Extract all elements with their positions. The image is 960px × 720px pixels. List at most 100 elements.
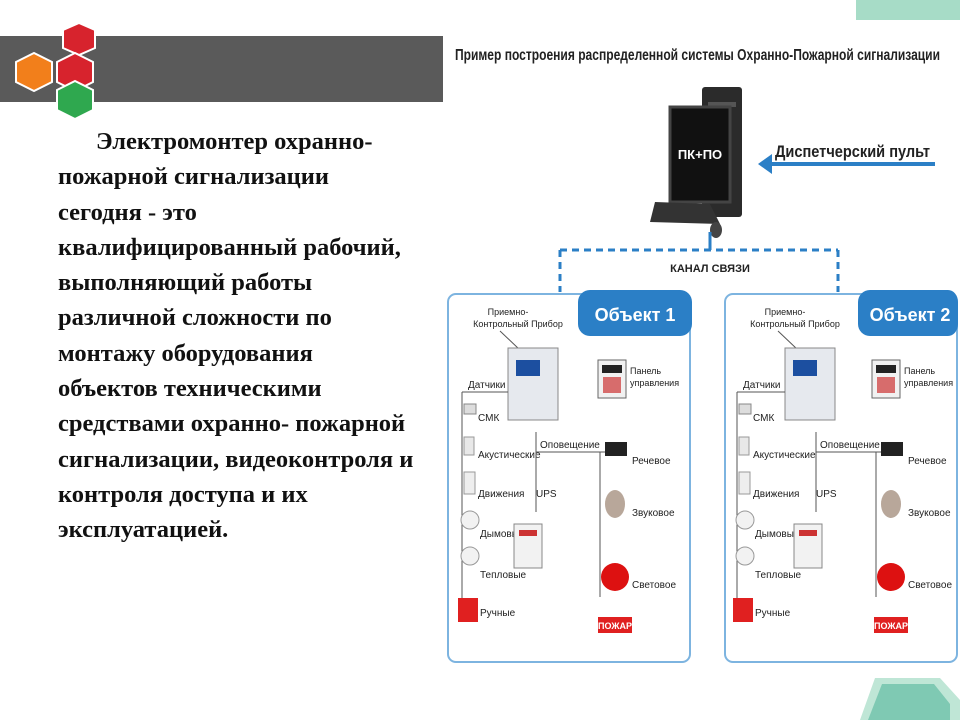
object-1-control-panel-label-2: управления: [630, 378, 679, 388]
object-1-ups-label: UPS: [536, 489, 557, 500]
object-1-sensors-label: Датчики: [468, 380, 505, 391]
object-2-panel-label-1: Приемно-: [765, 307, 806, 317]
object-1-siren-3: Световое: [632, 580, 676, 591]
object-1-pointer: [499, 330, 521, 351]
dispatcher-arrow: [758, 154, 935, 174]
object-2-panel-label-2: Контрольный Прибор: [750, 319, 840, 329]
object-1-sensor-5: Тепловые: [480, 570, 527, 581]
object-1-sensor-icon-6: [458, 598, 478, 622]
corner-decoration-bottom: [860, 678, 960, 720]
object-2-sensor-icon-6: [733, 598, 753, 622]
object-1-sensor-4: Дымовые: [480, 529, 525, 540]
mouse: [710, 222, 722, 238]
body-paragraph: Электромонтер охранно- пожарной сигнализ…: [58, 124, 528, 548]
object-1-siren-icon-2: [605, 490, 625, 518]
object-2-sensor-icon-1: [738, 403, 752, 415]
object-1-panel-label-2: Контрольный Прибор: [473, 319, 563, 329]
corner-decoration-top: [856, 0, 960, 20]
object-2-control-panel-label-2: управления: [904, 378, 953, 388]
object-1-keypad-screen: [602, 365, 622, 373]
object-2-sensor-5: Тепловые: [755, 570, 802, 581]
object-2-block: Объект 2 Приемно- Контрольный Прибор Пан…: [724, 290, 958, 663]
object-2-ups-label: UPS: [816, 489, 837, 500]
object-2-frame: [724, 293, 958, 663]
body-line: средствами охранно- пожарной: [58, 410, 406, 438]
red-hexagon: [62, 22, 96, 57]
object-2-sensor-3: Движения: [753, 489, 799, 500]
object-1-siren-2: Звуковое: [632, 508, 675, 519]
object-2-siren-1: Речевое: [908, 456, 947, 467]
object-1-fire-sign-text: ПОЖАР: [598, 621, 632, 631]
object-2-sensor-2: Акустические: [753, 450, 816, 461]
object-2-siren-3: Световое: [908, 580, 952, 591]
body-line: объектов техническими: [58, 375, 322, 403]
body-line: монтажу оборудования: [58, 339, 313, 367]
body-line: сигнализации, видеоконтроля и: [58, 445, 414, 473]
diagram-title: Пример построения распределенной системы…: [455, 47, 940, 65]
body-line: сегодня - это: [58, 198, 197, 226]
body-line: эксплуатацией.: [58, 516, 229, 544]
object-2-siren-icon-1: [881, 442, 903, 456]
object-2-sensor-4: Дымовые: [755, 529, 800, 540]
object-1-sensor-6: Ручные: [480, 608, 516, 619]
pc-label: ПК+ПО: [678, 147, 722, 162]
object-1-sensor-1: СМК: [478, 413, 499, 424]
object-2-sensor-1: СМК: [753, 413, 774, 424]
object-2-badge: [858, 290, 958, 336]
object-1-sensor-3: Движения: [478, 489, 524, 500]
object-1-unit-screen: [516, 360, 540, 376]
object-1-siren-icon-3: [601, 563, 629, 591]
object-2-sensor-6: Ручные: [755, 608, 791, 619]
object-1-control-unit: [507, 347, 559, 421]
pc-computer: ПК+ПО: [650, 87, 742, 238]
object-1-block: Объект 1 Приемно- Контрольный Прибор Пан…: [447, 290, 692, 663]
object-2-sensor-icon-2: [738, 436, 750, 456]
hexagon-logo: [15, 22, 96, 121]
object-1-sensor-icon-2: [463, 436, 475, 456]
object-2-fire-sign-text: ПОЖАР: [874, 621, 908, 631]
pc-monitor: [668, 105, 732, 204]
body-line-text: Электромонтер охранно-: [96, 128, 373, 155]
object-1-control-panel-label-1: Панель: [630, 366, 661, 376]
object-2-ups-logo: [799, 530, 817, 536]
dispatcher-label: Диспетчерский пульт: [775, 142, 930, 161]
object-2-siren-icon-3: [877, 563, 905, 591]
red-hexagon-2: [56, 51, 94, 93]
object-2-pointer: [777, 330, 799, 351]
object-2-title: Объект 2: [870, 305, 951, 325]
object-1-sensor-icon-3: [463, 471, 476, 495]
object-1-fire-sign: [598, 617, 632, 633]
channel-label: КАНАЛ СВЯЗИ: [670, 263, 750, 275]
keyboard: [650, 202, 720, 224]
body-line: квалифицированный рабочий,: [58, 233, 401, 261]
body-line: различной сложности по: [58, 304, 332, 332]
object-2-unit-screen: [793, 360, 817, 376]
body-line: контроля доступа и их: [58, 480, 308, 508]
body-line: выполняющий работы: [58, 269, 313, 297]
object-1-sensor-icon-5: [460, 546, 480, 566]
object-2-sensor-icon-3: [738, 471, 751, 495]
body-line: Электромонтер охранно-: [58, 124, 528, 159]
object-2-sensors-label: Датчики: [743, 380, 780, 391]
object-2-siren-2: Звуковое: [908, 508, 951, 519]
object-2-notify-label: Оповещение: [820, 440, 880, 451]
object-2-sensor-icon-4: [735, 510, 755, 530]
object-2-sensor-icon-5: [735, 546, 755, 566]
object-1-notify-label: Оповещение: [540, 440, 600, 451]
object-2-control-unit: [784, 347, 836, 421]
object-1-panel-label-1: Приемно-: [488, 307, 529, 317]
object-2-siren-icon-2: [881, 490, 901, 518]
object-1-frame: [447, 293, 691, 663]
object-1-sensor-2: Акустические: [478, 450, 541, 461]
system-diagram: Пример построения распределенной системы…: [447, 47, 958, 663]
body-line: пожарной сигнализации: [58, 163, 330, 191]
object-1-siren-1: Речевое: [632, 456, 671, 467]
object-1-ups-logo: [519, 530, 537, 536]
object-1-keypad-keys: [603, 377, 621, 393]
object-2-keypad-keys: [877, 377, 895, 393]
object-2-keypad-screen: [876, 365, 896, 373]
green-hexagon: [56, 79, 94, 121]
object-1-sensor-icon-4: [460, 510, 480, 530]
object-1-siren-icon-1: [605, 442, 627, 456]
object-2-control-panel-label-1: Панель: [904, 366, 935, 376]
